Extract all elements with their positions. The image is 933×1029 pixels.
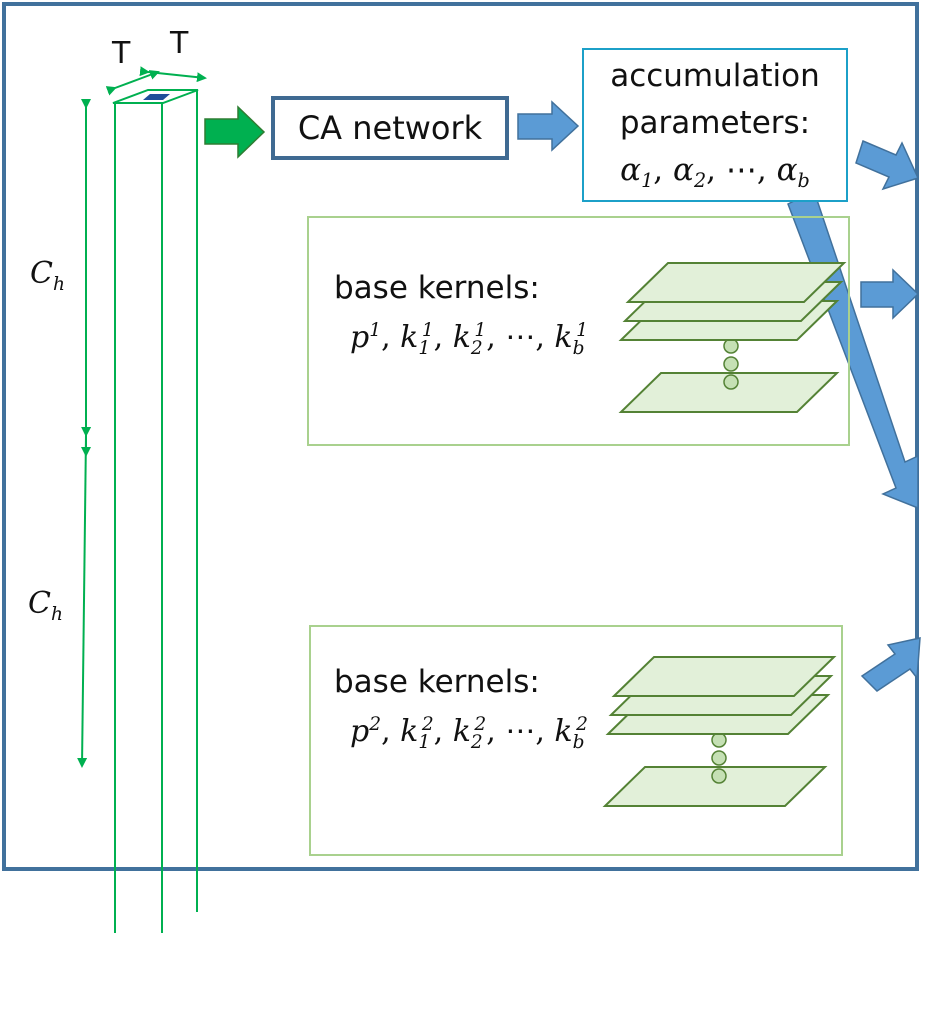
ellipsis-dot [711, 768, 727, 784]
width-label-right: T [170, 26, 189, 61]
accumulation-formula: α1, α2, ⋯, αb [620, 152, 810, 193]
base-kernels-2-title: base kernels: [334, 664, 540, 700]
formula-superscript: 2 [369, 714, 382, 735]
formula-subscript: b [572, 338, 585, 359]
formula-k: k [452, 714, 471, 749]
formula-superscript: 1 [576, 320, 588, 341]
feature-column [112, 89, 199, 933]
formula-subscript: 2 [470, 338, 483, 359]
width-arrow-left [105, 70, 160, 96]
formula-superscript: 1 [421, 320, 434, 341]
formula-p: p [350, 714, 370, 749]
column-patch [143, 94, 170, 100]
kernel-layer [602, 766, 828, 807]
base-kernels-box-2 [309, 625, 843, 856]
accumulation-title-line2: parameters: [619, 105, 811, 141]
formula-ellipsis: ⋯ [505, 320, 536, 355]
ca-network-box: CA network [271, 96, 509, 160]
channel-subscript: h [50, 604, 63, 625]
alpha-symbol: α [673, 152, 694, 188]
formula-subscript: b [572, 732, 585, 753]
base-kernels-box-1 [307, 216, 850, 446]
formula-subscript: 2 [470, 732, 483, 753]
kernel-layer [611, 656, 837, 697]
formula-subscript: b [797, 169, 810, 193]
channel-arrow-bottom [77, 426, 92, 768]
kernel-layer [618, 372, 840, 413]
ca-network-label: CA network [297, 109, 483, 147]
formula-superscript: 2 [474, 714, 487, 735]
base-kernels-1-formula: p1, k11, k21, ⋯, kb1 [350, 320, 588, 359]
formula-subscript: 2 [693, 169, 707, 193]
formula-p: p [350, 320, 370, 355]
formula-superscript: 1 [369, 320, 382, 341]
accumulation-title-line1: accumulation [610, 58, 820, 94]
kernel-layer [625, 262, 847, 303]
formula-k: k [554, 714, 573, 749]
blue-arrow-kernels2-out [860, 637, 921, 692]
accumulation-parameters-box: accumulation parameters: α1, α2, ⋯, αb [582, 48, 848, 202]
green-arrow-to-ca [204, 105, 266, 159]
channel-label-top: Ch [30, 256, 65, 295]
ellipsis-dot [711, 750, 727, 766]
formula-superscript: 2 [576, 714, 588, 735]
outer-frame [2, 2, 919, 871]
ellipsis-dot [723, 356, 739, 372]
formula-subscript: 1 [418, 732, 431, 753]
formula-k: k [400, 320, 419, 355]
channel-subscript: h [52, 274, 65, 295]
formula-k: k [452, 320, 471, 355]
base-kernels-1-title: base kernels: [334, 270, 540, 306]
channel-symbol: C [30, 256, 53, 291]
formula-subscript: 1 [418, 338, 431, 359]
formula-superscript: 2 [421, 714, 434, 735]
alpha-symbol: α [620, 152, 642, 188]
formula-ellipsis: ⋯ [725, 152, 757, 188]
formula-superscript: 1 [474, 320, 487, 341]
formula-k: k [554, 320, 573, 355]
formula-ellipsis: ⋯ [505, 714, 536, 749]
channel-label-bottom: Ch [28, 586, 63, 625]
kernel-stack-2 [602, 656, 837, 807]
blue-arrow-kernels1-out [860, 268, 920, 320]
formula-subscript: 1 [641, 169, 654, 193]
kernel-stack-1 [618, 262, 847, 413]
base-kernels-2-formula: p2, k12, k22, ⋯, kb2 [350, 714, 588, 753]
width-arrow-right [139, 66, 207, 83]
ellipsis-dot [723, 374, 739, 390]
formula-k: k [400, 714, 419, 749]
alpha-symbol: α [776, 152, 798, 188]
channel-symbol: C [28, 586, 51, 621]
blue-arrow-ca-to-acc [517, 100, 580, 152]
width-label-left: T [112, 36, 131, 71]
blue-arrow-acc-out [855, 139, 920, 191]
